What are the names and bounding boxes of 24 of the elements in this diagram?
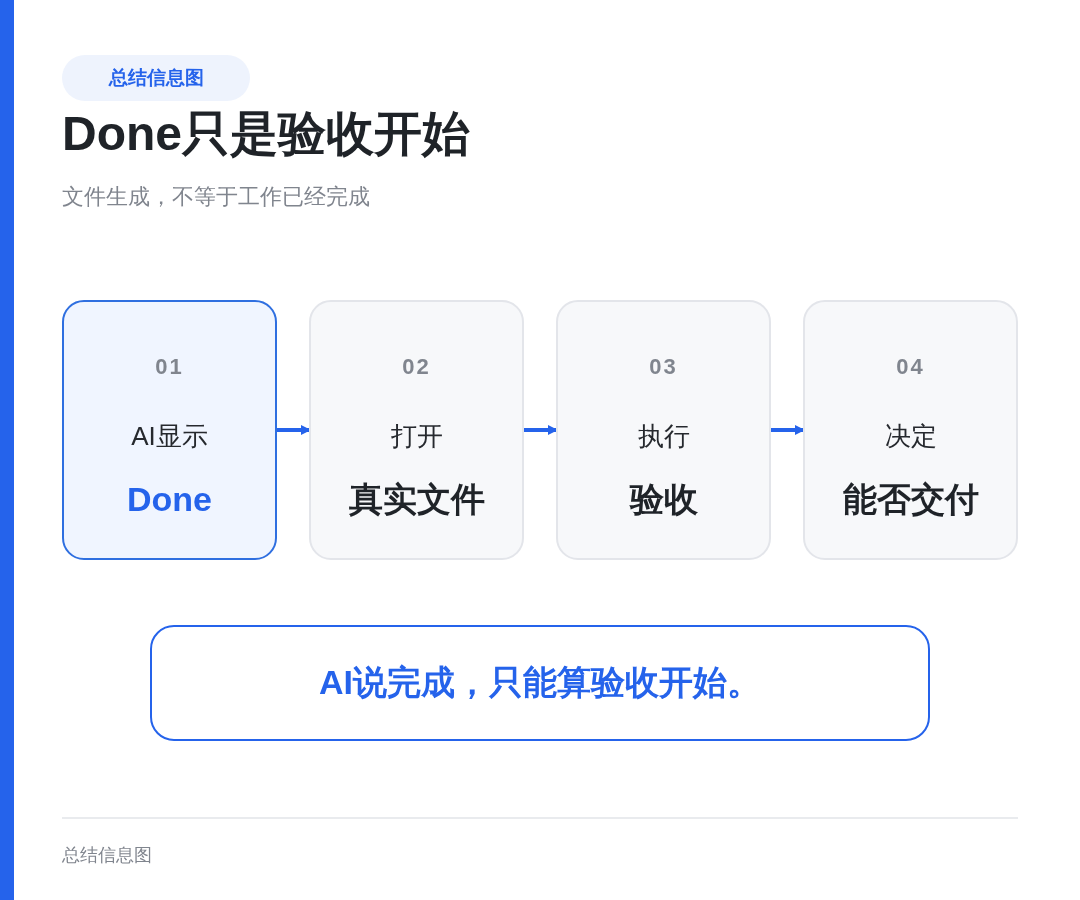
step-card <box>309 300 524 560</box>
step-label: 执行 <box>636 420 691 453</box>
arrow <box>277 425 311 435</box>
step-label: AI显示 <box>130 420 209 453</box>
subtitle: 文件生成，不等于工作已经完成 <box>62 183 370 211</box>
step-label: 打开 <box>389 420 444 453</box>
step-title: Done <box>126 479 213 520</box>
step-label: 决定 <box>883 420 938 453</box>
arrow <box>524 425 558 435</box>
step-number: 01 <box>154 353 185 381</box>
step-title: 能否交付 <box>841 479 980 520</box>
step-number: 04 <box>895 353 926 381</box>
callout-box: AI说完成，只能算验收开始。 <box>150 625 930 741</box>
step-title: 真实文件 <box>347 479 486 520</box>
step-title: 验收 <box>628 479 699 520</box>
arrow <box>771 425 805 435</box>
step-number: 02 <box>401 353 432 381</box>
category-tag: 总结信息图 <box>62 55 250 101</box>
step-card <box>803 300 1018 560</box>
footer-text: 总结信息图 <box>62 844 152 867</box>
title: Done只是验收开始 <box>62 106 470 162</box>
step-card <box>556 300 771 560</box>
step-card <box>62 300 277 560</box>
step-number: 03 <box>648 353 679 381</box>
